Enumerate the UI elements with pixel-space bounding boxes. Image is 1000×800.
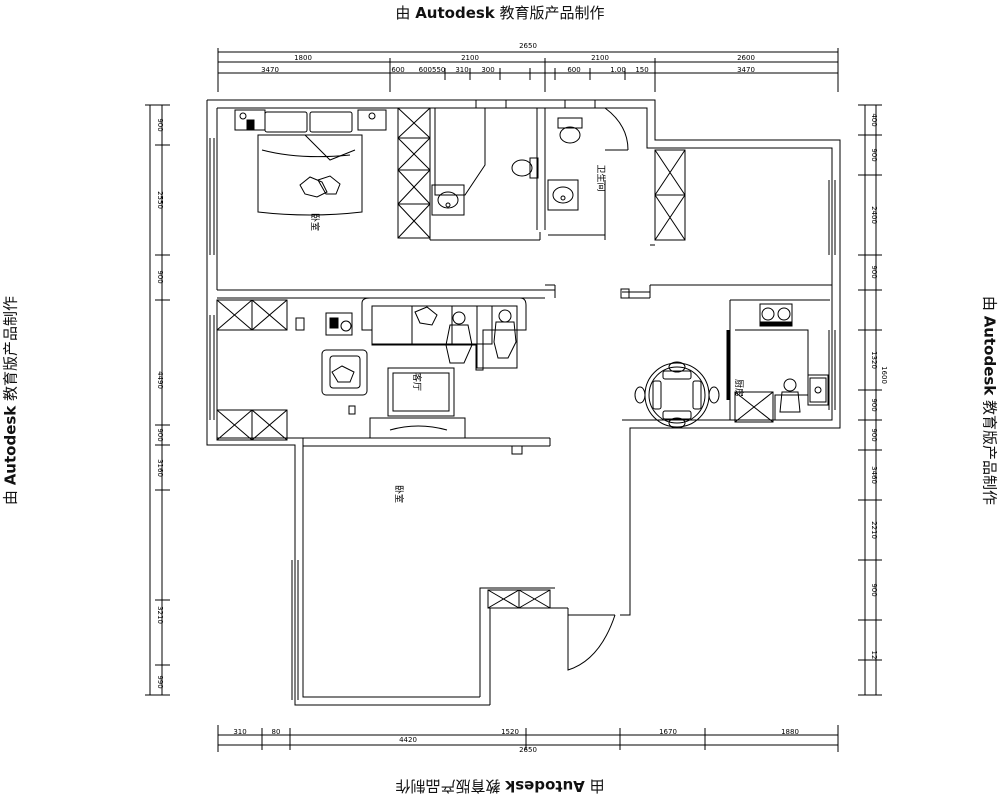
bottom-dimension-lines bbox=[217, 725, 839, 752]
dim-top-detail-3: 600550 bbox=[419, 66, 446, 74]
dim-bottom-detail-3: 4420 bbox=[399, 736, 417, 744]
dim-top-detail-6: 600 bbox=[567, 66, 580, 74]
dim-left-2: 2550 bbox=[156, 191, 164, 209]
right-dimension-lines bbox=[858, 104, 882, 696]
dim-right-11: 900 bbox=[870, 583, 878, 596]
top-dimension-lines bbox=[217, 48, 839, 92]
dim-right-6: 1600 bbox=[880, 366, 888, 384]
room-label-kitchen: 厨房 bbox=[733, 379, 745, 397]
dim-bottom-detail-5: 1670 bbox=[659, 728, 677, 736]
dim-left-3: 900 bbox=[156, 270, 164, 283]
wall-stubs bbox=[295, 99, 630, 455]
dim-top-total: 2650 bbox=[519, 42, 537, 50]
left-dimension-lines bbox=[145, 104, 170, 696]
windows bbox=[209, 138, 836, 700]
dim-left-6: 3160 bbox=[156, 459, 164, 477]
dim-left-1: 900 bbox=[156, 118, 164, 131]
dim-right-2: 900 bbox=[870, 148, 878, 161]
dim-top-mid-2: 2100 bbox=[461, 54, 479, 62]
room-label-living-room: 客厅 bbox=[411, 373, 423, 391]
dim-right-4: 900 bbox=[870, 265, 878, 278]
dim-right-7: 900 bbox=[870, 398, 878, 411]
entrance-cabinet bbox=[487, 589, 616, 671]
dim-right-12: 12 bbox=[870, 651, 878, 660]
right-room-wardrobe bbox=[654, 149, 686, 241]
dim-right-3: 2400 bbox=[870, 206, 878, 224]
room-label-bedroom-1: 卧室 bbox=[309, 213, 321, 231]
kitchen-fixtures bbox=[726, 299, 830, 423]
dining-table bbox=[634, 361, 720, 429]
bedroom-1-furniture bbox=[234, 107, 431, 239]
room-label-bathroom: 卫生间 bbox=[595, 164, 607, 191]
dim-right-9: 3460 bbox=[870, 466, 878, 484]
dim-top-mid-3: 2100 bbox=[591, 54, 609, 62]
bathroom-fixtures bbox=[431, 107, 629, 216]
dim-top-detail-1: 3470 bbox=[261, 66, 279, 74]
dim-left-8: 990 bbox=[156, 675, 164, 688]
dim-right-8: 900 bbox=[870, 428, 878, 441]
walls bbox=[206, 99, 841, 706]
dim-top-detail-9: 3470 bbox=[737, 66, 755, 74]
dim-bottom-detail-6: 1880 bbox=[781, 728, 799, 736]
dim-top-mid-1: 1800 bbox=[294, 54, 312, 62]
dim-right-10: 2210 bbox=[870, 521, 878, 539]
room-label-bedroom-2: 卧室 bbox=[393, 485, 405, 503]
dim-left-7: 3210 bbox=[156, 606, 164, 624]
dim-top-detail-2: 600 bbox=[391, 66, 404, 74]
dim-bottom-detail-1: 310 bbox=[233, 728, 246, 736]
dim-top-detail-8: 150 bbox=[635, 66, 648, 74]
dim-bottom-total: 2650 bbox=[519, 746, 537, 754]
dim-top-detail-7: 1.00 bbox=[610, 66, 626, 74]
dim-top-detail-4: 310 bbox=[455, 66, 468, 74]
dim-top-detail-5: 300 bbox=[481, 66, 494, 74]
dim-bottom-detail-4: 1520 bbox=[501, 728, 519, 736]
watermark-top: 由 Autodesk 教育版产品制作 bbox=[395, 4, 605, 22]
dim-right-5: 1320 bbox=[870, 351, 878, 369]
dim-top-mid-4: 2600 bbox=[737, 54, 755, 62]
dim-left-4: 4490 bbox=[156, 371, 164, 389]
dim-bottom-detail-2: 80 bbox=[272, 728, 281, 736]
dim-left-5: 900 bbox=[156, 428, 164, 441]
dim-right-1: 400 bbox=[870, 113, 878, 126]
living-room-furniture bbox=[216, 297, 527, 441]
